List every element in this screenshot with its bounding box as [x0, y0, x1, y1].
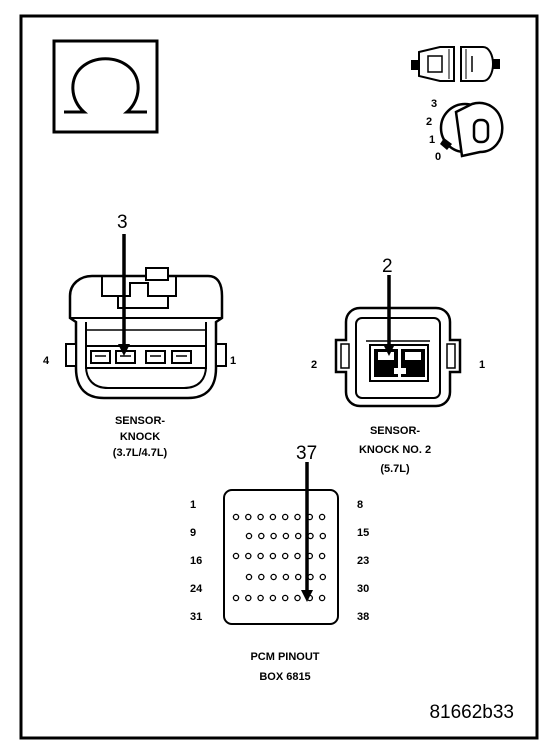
callout-arrow-right [383, 275, 395, 356]
disconnected-connector-icon [411, 46, 500, 82]
pcm-row-label-right-4: 30 [357, 583, 369, 595]
pcm-row-label-right-5: 38 [357, 611, 369, 623]
caption-right-line-2: KNOCK NO. 2 [359, 444, 431, 456]
pcm-pin [319, 573, 327, 581]
pcm-row-label-left-4: 24 [190, 583, 203, 595]
pcm-pin [232, 594, 240, 602]
caption-right-line-3: (5.7L) [380, 463, 410, 475]
ignition-position-3: 3 [431, 98, 437, 110]
pcm-pin [294, 532, 302, 540]
callout-label-left: 3 [117, 212, 128, 233]
pcm-pin [318, 513, 326, 521]
pcm-pin [257, 594, 264, 602]
pcm-pin [270, 573, 277, 581]
pin-label-left-connector-1: 1 [230, 355, 236, 367]
pcm-pin [270, 532, 277, 540]
ignition-key-icon [439, 101, 504, 158]
caption-left-line-2: KNOCK [120, 431, 160, 443]
callout-arrow-left [118, 234, 130, 356]
ignition-position-0: 0 [435, 151, 441, 163]
caption-right-line-1: SENSOR- [370, 425, 420, 437]
figure-id: 81662b33 [429, 702, 514, 723]
callout-label-pcm: 37 [296, 443, 317, 464]
callout-arrow-pcm [301, 462, 313, 602]
ignition-position-2: 2 [426, 116, 432, 128]
pcm-caption-line-2: BOX 6815 [259, 671, 310, 683]
caption-left-line-1: SENSOR- [115, 415, 165, 427]
pcm-pin [281, 513, 289, 521]
pcm-pin [269, 552, 277, 560]
pcm-row-label-right-1: 8 [357, 499, 363, 511]
pcm-caption-line-1: PCM PINOUT [250, 651, 319, 663]
pcm-pin [282, 532, 290, 540]
pcm-pin [281, 594, 289, 602]
pcm-pin [245, 552, 252, 560]
pin-label-right-connector-2: 2 [311, 359, 317, 371]
pcm-pin [318, 552, 326, 560]
pcm-row-label-left-2: 9 [190, 527, 196, 539]
pcm-row-label-left-1: 1 [190, 499, 196, 511]
ignition-position-1: 1 [429, 134, 435, 146]
callout-label-right: 2 [382, 256, 393, 277]
pcm-pin [294, 573, 302, 581]
pcm-pin [269, 594, 277, 602]
pcm-pin [294, 513, 301, 521]
pcm-pin [245, 532, 253, 540]
pin-label-right-connector-1: 1 [479, 359, 485, 371]
pcm-pin [257, 552, 264, 560]
pcm-pin [318, 594, 326, 602]
pcm-row-label-right-2: 15 [357, 527, 369, 539]
pcm-row-label-left-3: 16 [190, 555, 202, 567]
pcm-pin [232, 513, 240, 521]
pcm-pin [269, 513, 277, 521]
pcm-pin [281, 552, 289, 560]
pcm-pin [319, 532, 327, 540]
knock-sensor-connector-right [334, 306, 462, 408]
pcm-pin [282, 573, 290, 581]
pcm-pin [258, 573, 265, 581]
pcm-pin [245, 594, 252, 602]
pcm-pin [294, 594, 301, 602]
pcm-pin [258, 532, 265, 540]
pcm-pin [245, 573, 253, 581]
ohmmeter-icon [52, 39, 159, 134]
pcm-pin [257, 513, 264, 521]
pcm-pin [294, 552, 301, 560]
pcm-row-label-left-5: 31 [190, 611, 202, 623]
pin-label-left-connector-4: 4 [43, 355, 50, 367]
caption-left-line-3: (3.7L/4.7L) [113, 447, 168, 459]
page-frame [19, 14, 539, 740]
pcm-row-label-right-3: 23 [357, 555, 369, 567]
pcm-pin [232, 552, 240, 560]
pcm-pin [245, 513, 252, 521]
knock-sensor-connector-left [65, 267, 227, 400]
